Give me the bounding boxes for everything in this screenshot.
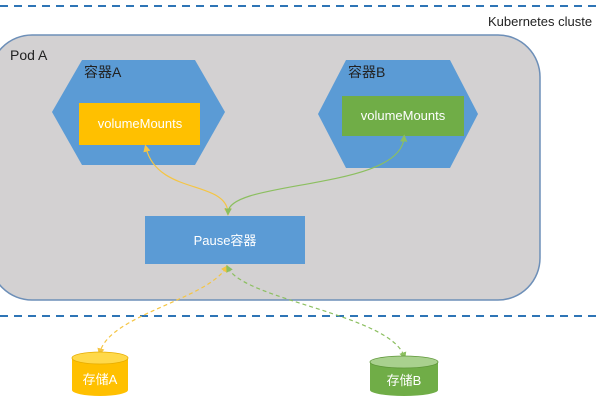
connector-mount-b-to-pause <box>224 134 408 216</box>
storage-a-cylinder: 存储A <box>71 351 129 396</box>
storage-a-cylinder-top <box>71 351 129 365</box>
container-b-volume-mounts-label: volumeMounts <box>361 108 446 123</box>
connector-pause-to-storage-a <box>97 264 228 356</box>
pause-container-label: Pause容器 <box>194 233 257 248</box>
storage-b-label: 存储B <box>387 373 422 388</box>
container-a-label: 容器A <box>84 64 122 80</box>
connector-mount-a-to-pause <box>143 144 232 216</box>
container-a-volume-mounts-box <box>79 103 200 145</box>
pod-label: Pod A <box>10 47 48 63</box>
connector-pause-to-storage-b <box>226 264 407 360</box>
container-b-label: 容器B <box>348 64 385 80</box>
storage-b-cylinder: 存储B <box>369 355 439 396</box>
container-b-volume-mounts-box <box>342 96 464 136</box>
container-a-volume-mounts-label: volumeMounts <box>98 116 183 131</box>
storage-a-cylinder-body <box>72 358 128 396</box>
storage-b-cylinder-top <box>369 355 439 369</box>
cluster-label: Kubernetes cluste <box>488 14 592 29</box>
storage-a-label: 存储A <box>83 372 118 387</box>
pause-container-box <box>145 216 305 264</box>
storage-b-cylinder-body <box>370 362 438 396</box>
